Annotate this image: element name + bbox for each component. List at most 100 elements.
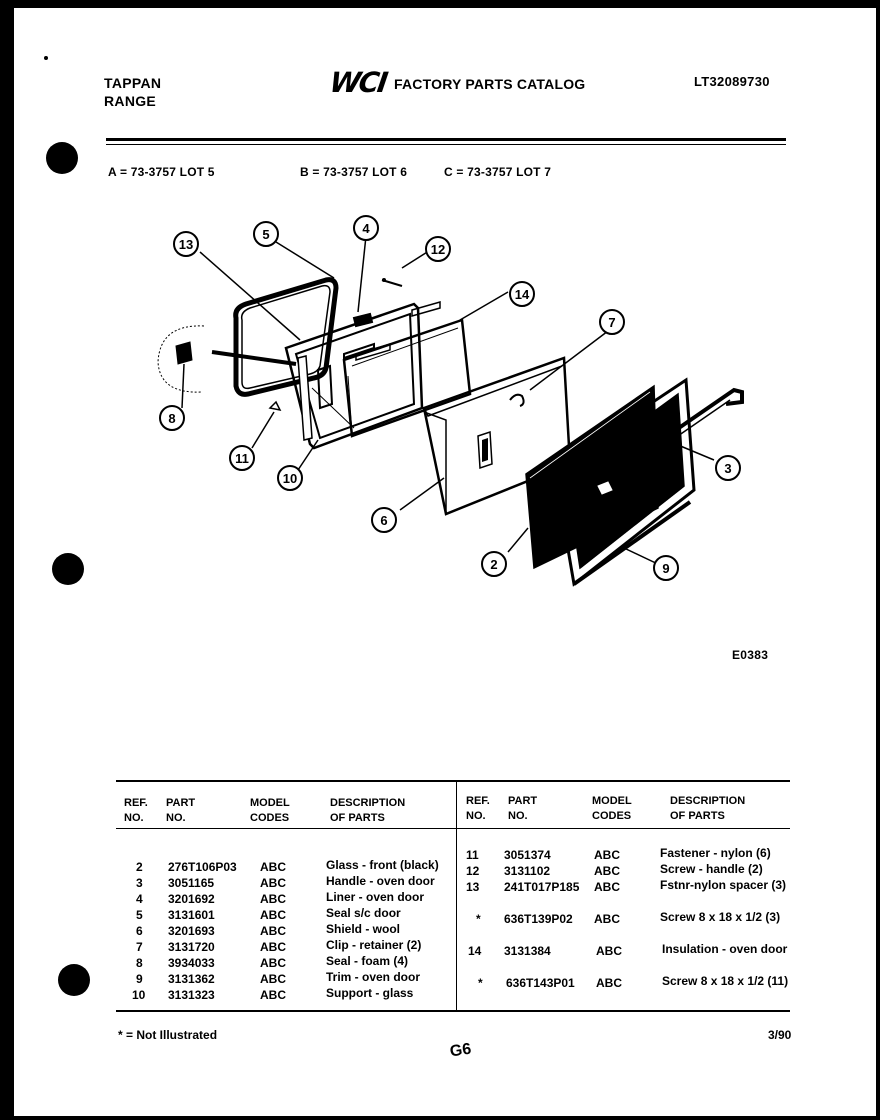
row-desc: Trim - oven door xyxy=(326,970,421,984)
table-column-divider xyxy=(456,782,457,1010)
row-codes: ABC xyxy=(260,940,286,954)
row-part: 3131384 xyxy=(504,944,551,958)
callout-8: 8 xyxy=(159,405,185,431)
callout-14-text: 14 xyxy=(515,287,530,302)
row-part: 241T017P185 xyxy=(504,880,580,894)
row-part: 3934033 xyxy=(168,956,215,970)
row-part: 3131362 xyxy=(168,972,215,986)
row-ref: 8 xyxy=(136,956,143,970)
row-desc: Clip - retainer (2) xyxy=(326,938,422,952)
callout-4: 4 xyxy=(353,215,379,241)
row-ref: 12 xyxy=(466,864,480,878)
row-desc: Glass - front (black) xyxy=(326,858,439,872)
row-codes: ABC xyxy=(596,944,622,958)
date-code: 3/90 xyxy=(768,1028,792,1042)
callout-13: 13 xyxy=(173,231,199,257)
row-codes: ABC xyxy=(260,860,286,874)
footnote: * = Not Illustrated xyxy=(118,1028,218,1042)
row-codes: ABC xyxy=(260,988,286,1002)
catalog-title: FACTORY PARTS CATALOG xyxy=(394,76,586,92)
corner-dot xyxy=(44,56,48,60)
callout-5: 5 xyxy=(253,221,279,247)
callout-2-text: 2 xyxy=(490,557,497,572)
insulation-part xyxy=(342,318,472,438)
catalog-page: TAPPAN RANGE WCI FACTORY PARTS CATALOG L… xyxy=(14,8,876,1116)
row-part: 3131720 xyxy=(168,940,215,954)
row-desc: Seal - foam (4) xyxy=(326,954,409,968)
row-part: 276T106P03 xyxy=(168,860,237,874)
page-number: G6 xyxy=(448,1040,473,1061)
row-desc: Fstnr-nylon spacer (3) xyxy=(660,878,787,892)
header-ref-no: REF.NO. xyxy=(124,797,148,824)
row-desc: Seal s/c door xyxy=(326,906,401,920)
diagram-code: E0383 xyxy=(732,648,769,662)
table-header-rule xyxy=(116,828,790,829)
callout-labels: 13 5 4 12 14 7 8 11 10 6 3 2 9 xyxy=(159,215,741,581)
row-part: 3131601 xyxy=(168,908,215,922)
catalog-number: LT32089730 xyxy=(694,74,770,89)
row-part: 636T143P01 xyxy=(506,976,575,990)
row-desc: Handle - oven door xyxy=(326,874,435,888)
callout-12-text: 12 xyxy=(431,242,445,257)
callout-13-text: 13 xyxy=(179,237,193,252)
row-codes: ABC xyxy=(594,848,620,862)
row-part: 3131102 xyxy=(504,864,551,878)
callout-5-text: 5 xyxy=(262,227,269,242)
binder-hole-middle xyxy=(52,553,84,585)
row-codes: ABC xyxy=(260,924,286,938)
row-ref: * xyxy=(478,976,483,990)
fastener-part xyxy=(268,400,282,412)
callout-6: 6 xyxy=(371,507,397,533)
callout-8-text: 8 xyxy=(168,411,175,426)
row-desc: Screw - handle (2) xyxy=(660,862,763,876)
row-codes: ABC xyxy=(594,912,620,926)
row-ref: 6 xyxy=(136,924,143,938)
callout-3-text: 3 xyxy=(724,461,731,476)
row-ref: 13 xyxy=(466,880,480,894)
callout-14: 14 xyxy=(509,281,535,307)
row-desc: Liner - oven door xyxy=(326,890,425,904)
table-bottom-rule xyxy=(116,1010,790,1012)
callout-12: 12 xyxy=(425,236,451,262)
row-ref: * xyxy=(476,912,481,926)
row-codes: ABC xyxy=(260,908,286,922)
table-top-rule xyxy=(116,780,790,782)
callout-2: 2 xyxy=(481,551,507,577)
lot-c: C = 73-3757 LOT 7 xyxy=(444,165,552,179)
exploded-door-diagram: 13 5 4 12 14 7 8 11 10 6 3 2 9 xyxy=(157,215,744,587)
callout-7: 7 xyxy=(599,309,625,335)
row-codes: ABC xyxy=(596,976,622,990)
row-codes: ABC xyxy=(260,876,286,890)
trim-part xyxy=(552,377,696,587)
row-part: 3201692 xyxy=(168,892,215,906)
handle-part xyxy=(642,387,744,454)
row-part: 3201693 xyxy=(168,924,215,938)
row-desc: Screw 8 x 18 x 1/2 (11) xyxy=(662,974,789,988)
row-desc: Fastener - nylon (6) xyxy=(660,846,771,860)
lot-a: A = 73-3757 LOT 5 xyxy=(108,165,215,179)
row-ref: 4 xyxy=(136,892,143,906)
row-part: 3051165 xyxy=(168,876,215,890)
row-ref: 14 xyxy=(468,944,482,958)
row-ref: 7 xyxy=(136,940,143,954)
product-type: RANGE xyxy=(104,93,157,109)
brand-name: TAPPAN xyxy=(104,75,162,91)
foam-seal-part xyxy=(175,341,193,365)
row-desc: Screw 8 x 18 x 1/2 (3) xyxy=(660,910,781,924)
callout-4-text: 4 xyxy=(362,221,370,236)
callout-11: 11 xyxy=(229,445,255,471)
callout-3: 3 xyxy=(715,455,741,481)
row-part: 3051374 xyxy=(504,848,551,862)
liner-part xyxy=(284,302,424,450)
row-desc: Shield - wool xyxy=(326,922,400,936)
header-rule xyxy=(106,138,786,141)
row-part: 3131323 xyxy=(168,988,215,1002)
callout-11-text: 11 xyxy=(235,451,249,466)
product-title: TAPPAN RANGE xyxy=(104,74,161,110)
row-ref: 3 xyxy=(136,876,143,890)
